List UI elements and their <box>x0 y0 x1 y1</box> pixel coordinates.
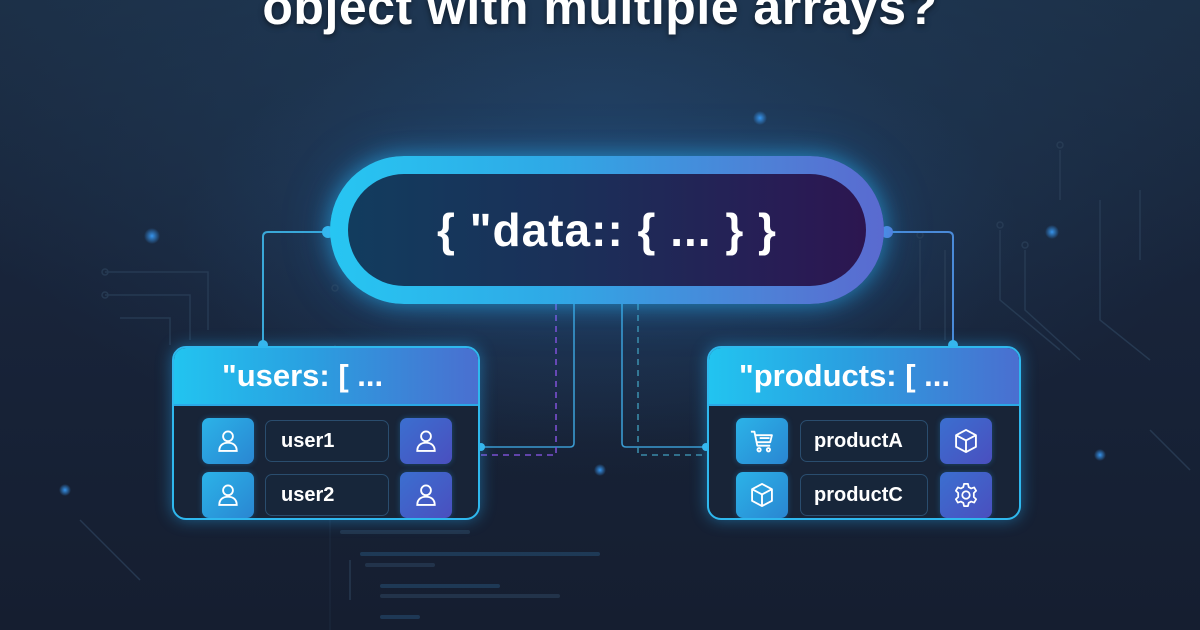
page-title: object with multiple arrays? <box>262 0 938 35</box>
glow-dot <box>59 484 71 496</box>
array-value-cell: user1 <box>265 420 389 462</box>
list-item: productA <box>709 414 1019 468</box>
user-icon <box>400 418 452 464</box>
glow-dot <box>753 111 767 125</box>
glow-dot <box>144 228 160 244</box>
array-value-cell: productA <box>800 420 928 462</box>
users-array-panel: "users: [ ... user1 user2 <box>172 346 480 520</box>
user-icon <box>202 472 254 518</box>
box-icon <box>736 472 788 518</box>
products-array-panel: "products: [ ... productA productC <box>707 346 1021 520</box>
user-icon <box>400 472 452 518</box>
root-object-node: { "data:: { ... } } <box>330 156 884 304</box>
array-value-cell: user2 <box>265 474 389 516</box>
list-item: user2 <box>174 468 478 518</box>
user-icon <box>202 418 254 464</box>
cart-icon <box>736 418 788 464</box>
gear-icon <box>940 472 992 518</box>
products-panel-body: productA productC <box>709 406 1019 518</box>
root-object-inner: { "data:: { ... } } <box>348 174 866 286</box>
glow-dot <box>594 464 606 476</box>
users-panel-body: user1 user2 <box>174 406 478 518</box>
connector-center-users <box>477 304 575 456</box>
list-item: user1 <box>174 414 478 468</box>
box-icon <box>940 418 992 464</box>
connector-root-to-products <box>881 226 958 350</box>
glow-dot <box>1094 449 1106 461</box>
connector-root-to-users <box>258 226 334 350</box>
blurred-code-background <box>329 520 600 630</box>
circuit-traces <box>79 141 1191 600</box>
list-item: productC <box>709 468 1019 518</box>
connector-center-products <box>621 304 710 456</box>
users-panel-header: "users: [ ... <box>174 348 478 406</box>
glow-dot <box>1045 225 1059 239</box>
array-value-cell: productC <box>800 474 928 516</box>
root-object-label: { "data:: { ... } } <box>437 204 777 256</box>
products-panel-header: "products: [ ... <box>709 348 1019 406</box>
